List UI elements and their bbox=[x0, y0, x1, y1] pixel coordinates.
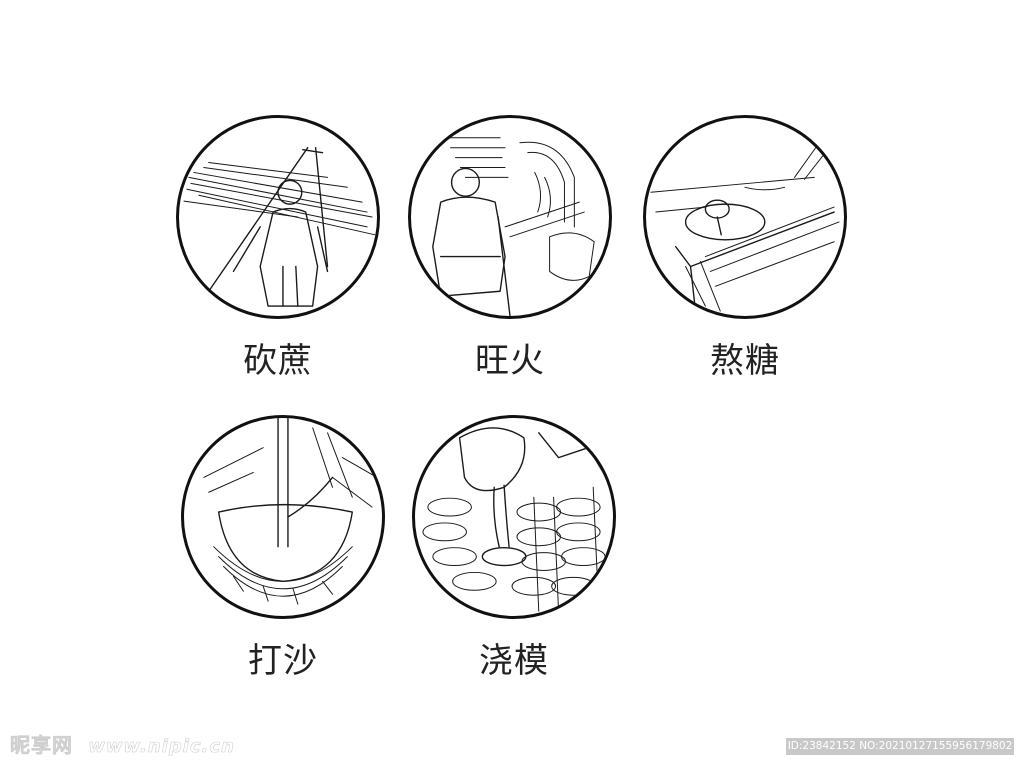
step-label: 砍蔗 bbox=[243, 341, 313, 381]
sugarcane-harvest-illustration-icon bbox=[176, 115, 380, 319]
mold-pouring-illustration-icon bbox=[412, 415, 616, 619]
watermark-site-name: 昵享网 bbox=[10, 733, 73, 758]
step-mold-pouring: 浇模 bbox=[409, 415, 619, 681]
step-label: 熬糖 bbox=[710, 341, 780, 381]
step-furnace-fire: 旺火 bbox=[405, 115, 615, 381]
step-label: 浇模 bbox=[479, 641, 549, 681]
watermark-url: www.nipic.cn bbox=[88, 736, 235, 758]
image-id-bar: ID:23842152 NO:20210127155956179802 bbox=[786, 738, 1014, 755]
step-label: 旺火 bbox=[475, 341, 545, 381]
step-label: 打沙 bbox=[248, 641, 318, 681]
step-sugar-boiling: 熬糖 bbox=[640, 115, 850, 381]
site-watermark: 昵享网 www.nipic.cn bbox=[10, 729, 235, 758]
furnace-fire-illustration-icon bbox=[408, 115, 612, 319]
step-sugarcane-harvest: 砍蔗 bbox=[173, 115, 383, 381]
sugar-stirring-illustration-icon bbox=[181, 415, 385, 619]
step-sugar-stirring: 打沙 bbox=[178, 415, 388, 681]
sugar-boiling-illustration-icon bbox=[643, 115, 847, 319]
